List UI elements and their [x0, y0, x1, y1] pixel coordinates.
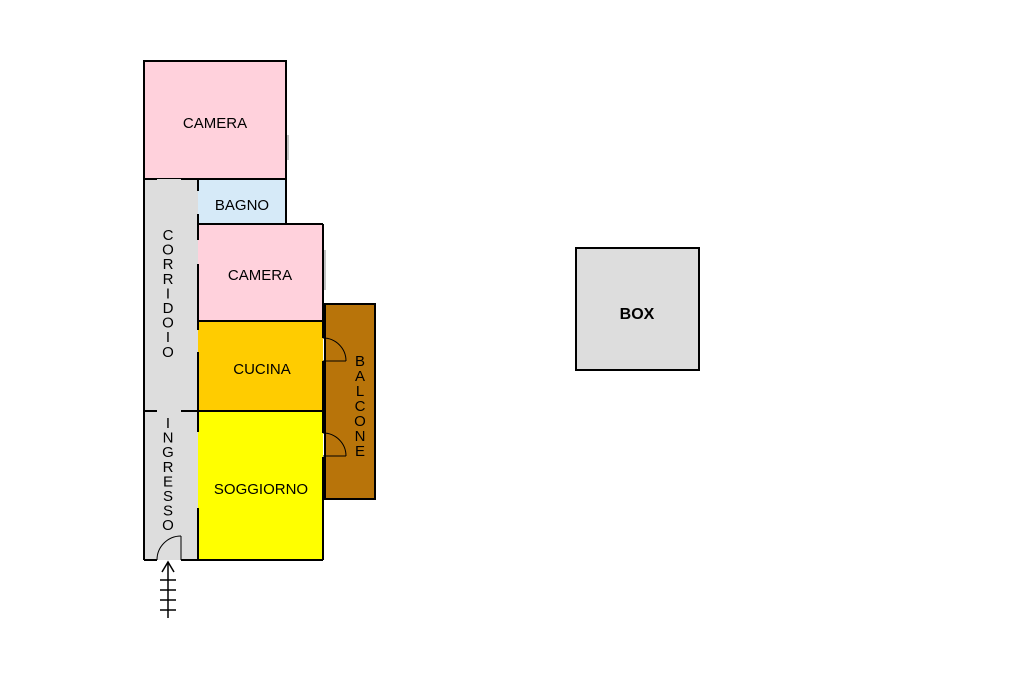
vertical-label-letter: N	[163, 430, 174, 447]
vertical-label-letter: I	[166, 329, 170, 346]
vertical-label-letter: I	[166, 415, 170, 432]
label-cucina: CUCINA	[233, 361, 291, 378]
vertical-label-letter: E	[163, 473, 173, 490]
vertical-label-letter: L	[356, 383, 364, 400]
vertical-label-letter: O	[354, 413, 366, 430]
vertical-label-letter: N	[355, 428, 366, 445]
label-soggiorno: SOGGIORNO	[214, 481, 308, 498]
room-balcone	[325, 304, 375, 499]
label-box: BOX	[620, 306, 655, 323]
room-camera-top	[143, 60, 287, 180]
vertical-label-letter: B	[355, 353, 365, 370]
vertical-label-letter: I	[166, 285, 170, 302]
entrance-arrow-icon	[160, 560, 176, 618]
label-bagno: BAGNO	[215, 197, 269, 214]
vertical-label-letter: R	[163, 459, 174, 476]
vertical-label-letter: D	[163, 300, 174, 317]
vertical-label-letter: O	[162, 344, 174, 361]
vertical-label-letter: R	[163, 271, 174, 288]
label-camera-top: CAMERA	[183, 115, 247, 132]
room-camera-mid	[198, 224, 323, 321]
vertical-label-letter: A	[355, 368, 365, 385]
vertical-label-letter: E	[355, 443, 365, 460]
vertical-label-letter: G	[162, 444, 174, 461]
label-camera-mid: CAMERA	[228, 267, 292, 284]
vertical-label-letter: S	[163, 503, 173, 520]
room-corridoio	[144, 179, 198, 411]
vertical-label-letter: O	[162, 315, 174, 332]
room-bagno	[198, 179, 286, 224]
vertical-label-letter: C	[163, 227, 174, 244]
room-cucina	[198, 321, 323, 411]
walls	[143, 60, 376, 561]
vertical-label-letter: O	[162, 242, 174, 259]
room-soggiorno	[198, 411, 323, 560]
windows	[287, 135, 326, 290]
box-garage	[575, 247, 700, 371]
vertical-label-letter: S	[163, 488, 173, 505]
vertical-label-letter: C	[355, 398, 366, 415]
vertical-label-letter: O	[162, 517, 174, 534]
door-swings	[156, 337, 347, 561]
room-ingresso	[144, 411, 198, 560]
vertical-label-letter: R	[163, 256, 174, 273]
